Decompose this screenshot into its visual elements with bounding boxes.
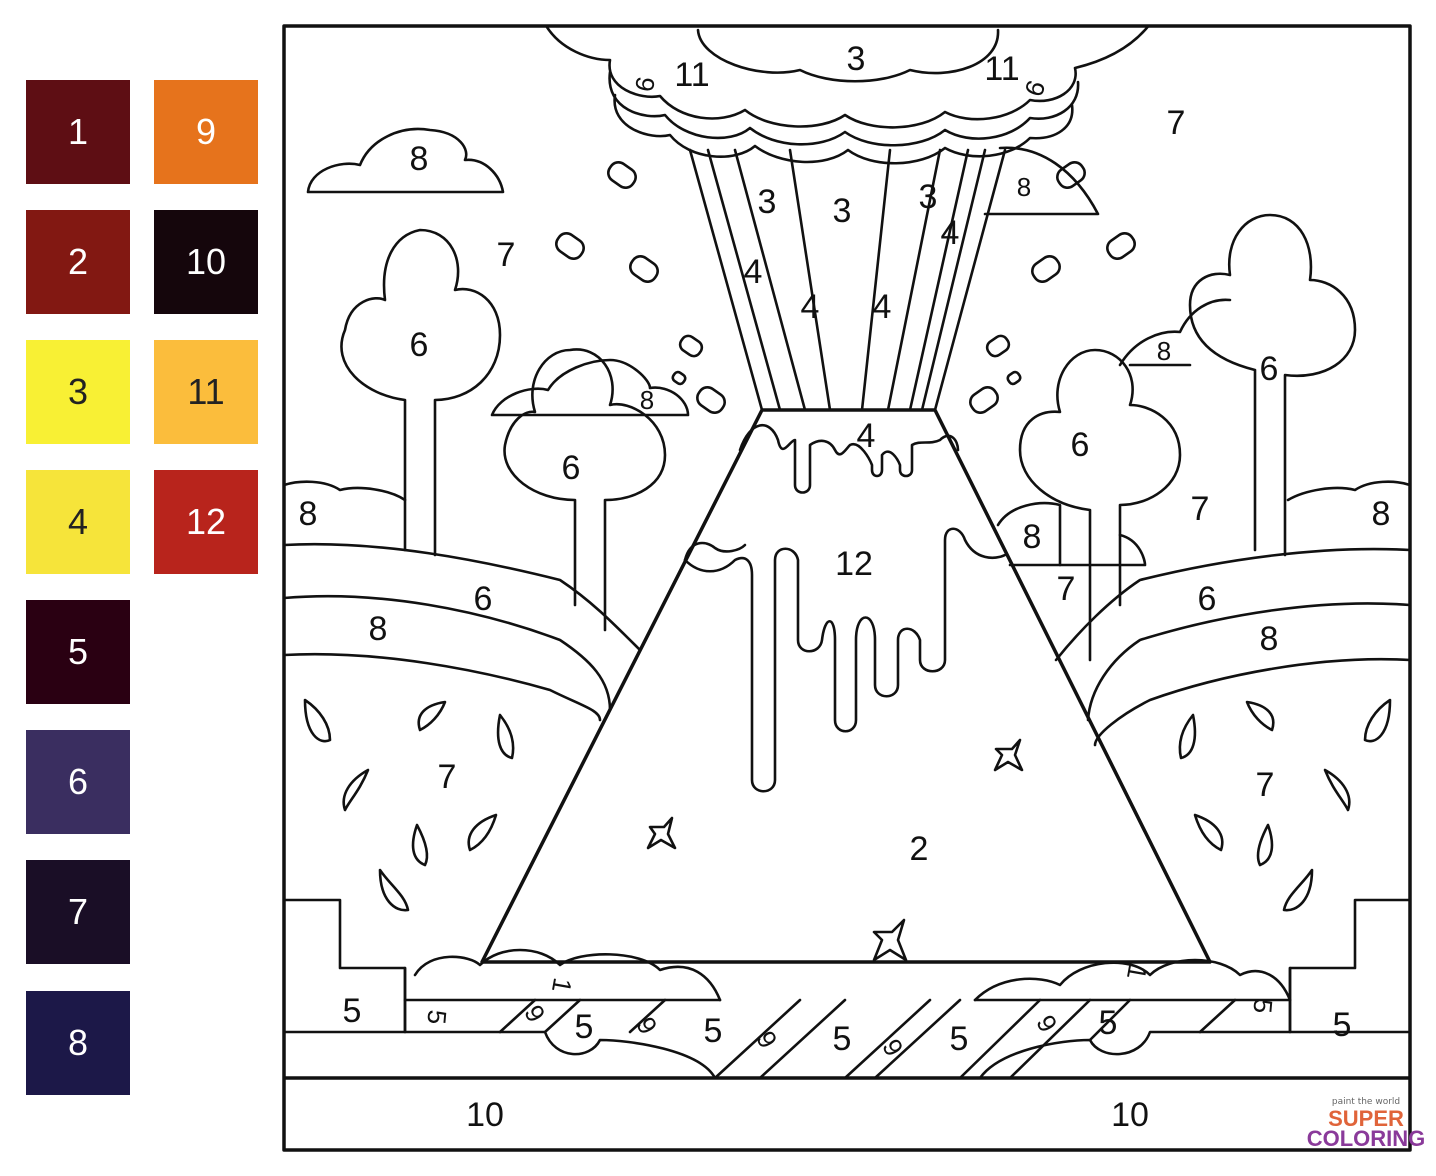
region-number: 5	[950, 1020, 969, 1058]
region-number: 8	[1372, 495, 1391, 533]
region-number: 5	[575, 1008, 594, 1046]
region-number: 8	[369, 610, 388, 648]
region-number: 4	[857, 417, 876, 455]
region-number: 6	[410, 326, 429, 364]
region-number: 6	[1071, 426, 1090, 464]
color-swatch-9[interactable]: 9	[154, 80, 258, 184]
region-number: 12	[835, 545, 873, 583]
region-number: 5	[704, 1012, 723, 1050]
logo-text-top: SUPER	[1328, 1106, 1404, 1131]
region-number: 8	[1023, 518, 1042, 556]
color-swatch-10[interactable]: 10	[154, 210, 258, 314]
region-number: 9	[518, 1000, 551, 1028]
region-number: 5	[1247, 998, 1278, 1015]
region-numbers: 3 11 11 9 9 7 8 8 3 3 3 4 7 4 4 4 6 8 6 …	[299, 40, 1391, 1134]
region-number: 3	[847, 40, 866, 78]
region-number: 5	[1099, 1004, 1118, 1042]
color-swatch-5[interactable]: 5	[26, 600, 130, 704]
logo-text-bottom: COLORING	[1307, 1126, 1426, 1151]
region-number: 8	[1017, 172, 1031, 202]
color-swatch-2[interactable]: 2	[26, 210, 130, 314]
swatch-number: 11	[187, 371, 225, 412]
region-number: 3	[758, 183, 777, 221]
region-number: 7	[497, 236, 516, 274]
region-number: 2	[910, 830, 929, 868]
swatch-number: 2	[67, 241, 89, 282]
region-number: 7	[1167, 104, 1186, 142]
logo-tagline: paint the world	[1332, 1097, 1400, 1107]
region-number: 9	[1030, 1010, 1063, 1038]
region-number: 9	[1018, 76, 1051, 100]
swatch-number: 5	[67, 631, 89, 672]
region-number: 5	[343, 992, 362, 1030]
region-number: 6	[474, 580, 493, 618]
swatch-number: 6	[67, 761, 89, 802]
region-number: 4	[941, 214, 960, 252]
swatch-number: 3	[67, 371, 89, 412]
region-number: 7	[438, 758, 457, 796]
region-number: 3	[919, 178, 938, 216]
swatch-number: 1	[67, 111, 89, 152]
region-number: 9	[876, 1034, 909, 1062]
region-number: 1	[546, 976, 578, 995]
region-number: 3	[833, 192, 852, 230]
region-number: 8	[299, 495, 318, 533]
region-number: 5	[833, 1020, 852, 1058]
region-number: 4	[801, 288, 820, 326]
region-number: 8	[640, 385, 654, 415]
swatch-number: 10	[185, 241, 227, 282]
color-swatch-12[interactable]: 12	[154, 470, 258, 574]
region-number: 5	[421, 1009, 452, 1026]
color-swatch-4[interactable]: 4	[26, 470, 130, 574]
region-number: 8	[1157, 336, 1171, 366]
region-number: 10	[1111, 1096, 1149, 1134]
region-number: 5	[1333, 1006, 1352, 1044]
region-number: 11	[674, 56, 709, 94]
region-number: 6	[562, 449, 581, 487]
region-number: 8	[1260, 620, 1279, 658]
picture-frame	[282, 24, 1412, 1152]
region-number: 7	[1256, 766, 1275, 804]
swatch-number: 4	[67, 501, 89, 542]
color-swatch-7[interactable]: 7	[26, 860, 130, 964]
color-swatch-8[interactable]: 8	[26, 991, 130, 1095]
region-number: 7	[1191, 490, 1210, 528]
region-number: 7	[1057, 570, 1076, 608]
region-number: 8	[410, 140, 429, 178]
region-number: 1	[1121, 962, 1153, 981]
color-swatch-1[interactable]: 1	[26, 80, 130, 184]
swatch-number: 12	[185, 501, 227, 542]
region-number: 4	[744, 253, 763, 291]
swatch-number: 9	[195, 111, 217, 152]
color-swatch-6[interactable]: 6	[26, 730, 130, 834]
swatch-number: 7	[67, 891, 89, 932]
line-art	[284, 26, 1410, 1080]
swatch-number: 8	[67, 1022, 89, 1063]
supercoloring-logo: paint the world SUPER COLORING	[1307, 1097, 1426, 1151]
region-number: 4	[873, 288, 892, 326]
region-number: 6	[1260, 350, 1279, 388]
region-number: 10	[466, 1096, 504, 1134]
region-number: 6	[1198, 580, 1217, 618]
color-swatch-3[interactable]: 3	[26, 340, 130, 444]
region-number: 9	[629, 74, 661, 93]
region-number: 11	[984, 50, 1019, 88]
color-swatch-11[interactable]: 11	[154, 340, 258, 444]
